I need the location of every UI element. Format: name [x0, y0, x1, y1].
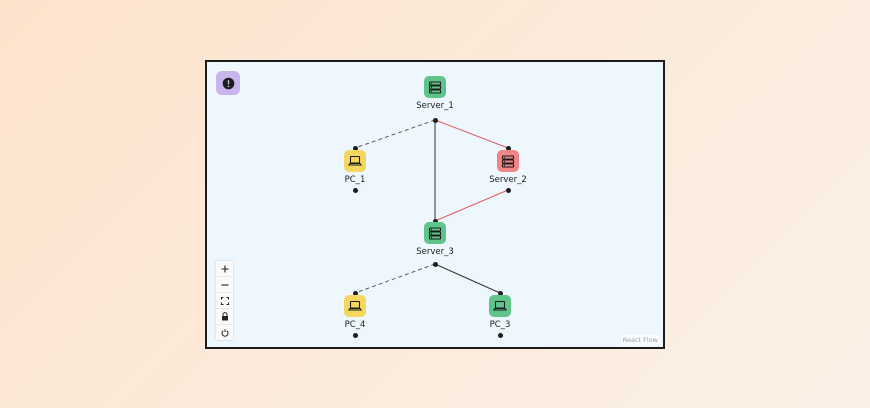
handle-server2-source[interactable] — [505, 187, 511, 193]
fit-view-button[interactable] — [216, 293, 233, 309]
edge-server3-pc3[interactable] — [434, 263, 501, 294]
flow-controls — [216, 261, 233, 340]
alert-button[interactable] — [216, 71, 240, 95]
edge-server3-pc4[interactable] — [354, 263, 436, 294]
node-pc-4[interactable]: PC_4 — [320, 295, 390, 330]
handle-pc4-target[interactable] — [352, 290, 358, 296]
node-label: PC_4 — [344, 320, 366, 330]
attribution-link[interactable]: React Flow — [620, 335, 660, 345]
node-label: PC_1 — [344, 175, 366, 185]
handle-server3-source[interactable] — [432, 261, 438, 267]
react-flow-canvas[interactable]: Server_1 PC_1 — [205, 60, 665, 349]
handle-pc4-source[interactable] — [352, 332, 358, 338]
node-server-2[interactable]: Server_2 — [473, 150, 543, 185]
handle-server1-source[interactable] — [432, 117, 438, 123]
fit-view-icon — [220, 296, 229, 305]
server-icon — [497, 150, 519, 172]
alert-circle-icon — [222, 77, 234, 89]
plus-icon — [221, 265, 228, 272]
edge-server2-server3[interactable] — [434, 189, 509, 222]
zoom-in-button[interactable] — [216, 261, 233, 277]
node-pc-3[interactable]: PC_3 — [465, 295, 535, 330]
node-server-1[interactable]: Server_1 — [400, 76, 470, 111]
laptop-icon — [344, 295, 366, 317]
node-label: Server_2 — [489, 175, 527, 185]
node-pc-1[interactable]: PC_1 — [320, 150, 390, 185]
minus-icon — [221, 283, 228, 286]
laptop-icon — [344, 150, 366, 172]
handle-server2-target[interactable] — [505, 145, 511, 151]
edge-server1-server2[interactable] — [434, 119, 509, 149]
handle-pc1-source[interactable] — [352, 187, 358, 193]
handle-pc1-target[interactable] — [352, 145, 358, 151]
node-label: Server_1 — [416, 101, 454, 111]
node-label: Server_3 — [416, 247, 454, 257]
server-icon — [424, 222, 446, 244]
node-server-3[interactable]: Server_3 — [400, 222, 470, 257]
handle-pc3-source[interactable] — [497, 332, 503, 338]
reset-icon — [221, 328, 228, 337]
edge-server1-pc1[interactable] — [354, 119, 436, 149]
reset-button[interactable] — [216, 325, 233, 340]
handle-pc3-target[interactable] — [497, 290, 503, 296]
laptop-icon — [489, 295, 511, 317]
zoom-out-button[interactable] — [216, 277, 233, 293]
server-icon — [424, 76, 446, 98]
node-label: PC_3 — [489, 320, 511, 330]
handle-server3-target[interactable] — [432, 218, 438, 224]
edges-layer — [354, 119, 509, 294]
lock-button[interactable] — [216, 309, 233, 325]
lock-icon — [221, 312, 228, 321]
